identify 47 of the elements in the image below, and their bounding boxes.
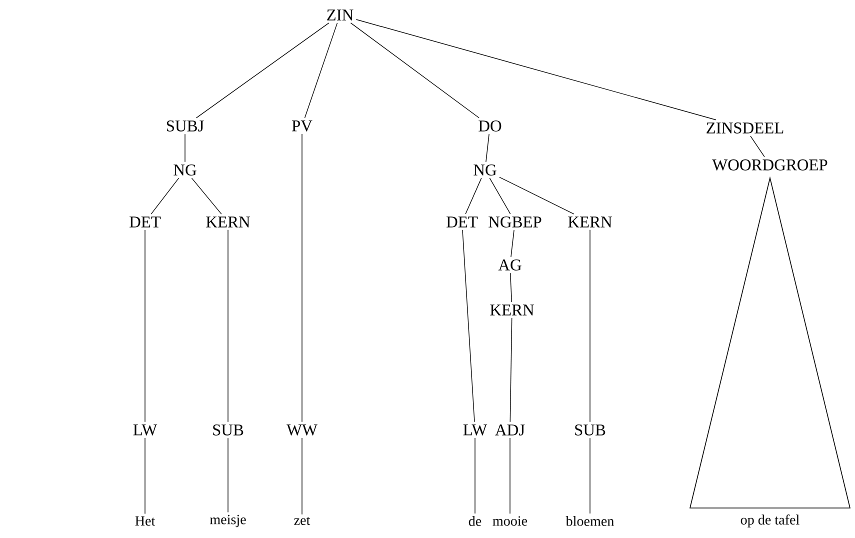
tree-branch xyxy=(356,19,716,120)
tree-branch xyxy=(184,134,186,162)
category-label: LW xyxy=(463,424,488,436)
category-label: SUB xyxy=(575,424,606,436)
tree-branch xyxy=(486,134,490,162)
tree-branch xyxy=(474,438,476,514)
word-label: bloemen xyxy=(566,516,614,526)
category-label: ZINSDEEL xyxy=(706,122,784,134)
word-label: zet xyxy=(294,516,310,525)
tree-branch xyxy=(150,178,180,214)
tree-branch xyxy=(750,136,765,158)
category-label: LW xyxy=(133,424,158,436)
tree-branch xyxy=(465,178,482,214)
tree-branch xyxy=(499,176,574,214)
tree-branch xyxy=(144,230,146,422)
tree-branch xyxy=(350,22,480,118)
word-label: Het xyxy=(135,516,156,526)
category-label: ADJ xyxy=(495,424,525,436)
category-label: KERN xyxy=(490,304,534,316)
tree-branch xyxy=(304,22,338,118)
category-label: DO xyxy=(478,120,502,132)
category-label: KERN xyxy=(206,216,250,228)
category-label: WOORDGROEP xyxy=(712,159,828,171)
tree-branch xyxy=(191,178,222,214)
node-label: op de tafel xyxy=(740,514,800,528)
tree-branch xyxy=(510,230,514,258)
category-label: ZIN xyxy=(327,10,354,20)
category-label: WW xyxy=(286,424,318,436)
category-label: KERN xyxy=(568,216,612,228)
category-label: NG xyxy=(174,164,196,176)
word-label: mooie xyxy=(492,516,528,526)
category-label: DET xyxy=(130,216,161,228)
category-label: DET xyxy=(446,216,478,228)
tree-branch xyxy=(462,230,475,422)
tree-branch xyxy=(510,272,512,302)
tree-branch xyxy=(144,438,146,514)
word-label: de xyxy=(468,516,482,526)
category-label: AG xyxy=(498,259,522,270)
category-label: SUB xyxy=(213,424,244,436)
category-label: SUBJ xyxy=(166,120,204,132)
word-label: meisje xyxy=(210,514,246,528)
tree-branch xyxy=(510,318,512,422)
category-label: NG xyxy=(474,164,496,176)
category-label: NGBEP xyxy=(488,216,542,228)
category-label: PV xyxy=(292,120,312,132)
tree-branch xyxy=(489,178,511,214)
tree-branch xyxy=(196,22,330,118)
